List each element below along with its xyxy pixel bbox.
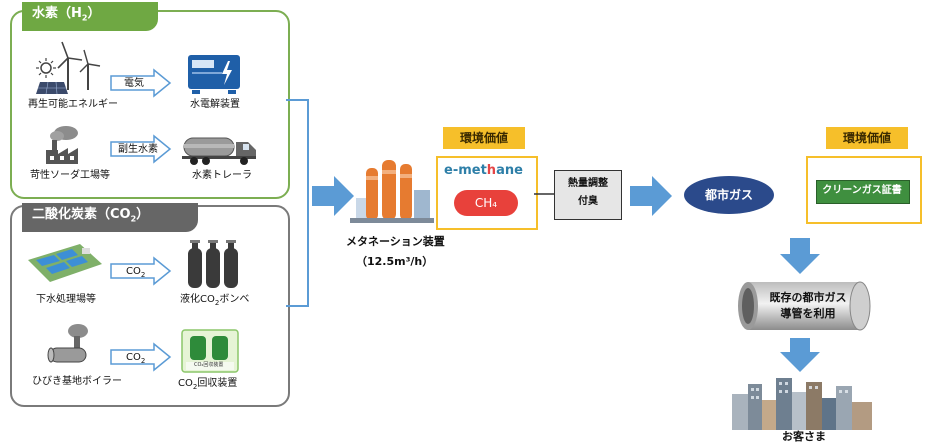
factory-icon [46, 126, 78, 164]
input-connector [286, 99, 309, 307]
ch4-label: CH₄ [474, 196, 498, 210]
emethane-env-tag: 環境価値 [443, 127, 525, 149]
co2-arrow-1-label: CO2 [126, 266, 146, 279]
boiler-icon [47, 324, 88, 363]
to-pipeline-arrow [780, 238, 820, 274]
adjust-line2: 付臭 [578, 196, 598, 207]
methanation-capacity: （12.5m³/h） [356, 255, 434, 268]
co2-cylinder-label: 液化CO2ボンベ [180, 294, 250, 307]
certificate-label: クリーンガス証書 [822, 185, 902, 196]
city-gas-env-tag: 環境価値 [826, 127, 908, 149]
co2-cylinder-icon [188, 240, 238, 288]
co2-arrow-1 [110, 256, 172, 286]
city-gas-label: 都市ガス [704, 188, 753, 202]
trailer-icon [182, 137, 256, 165]
electrolyzer-label: 水電解装置 [190, 99, 240, 110]
co2-capture-device-text: CO₂回収装置 [194, 362, 224, 368]
co2-capture-icon [181, 329, 239, 373]
adjust-line1: 熱量調整 [568, 178, 608, 189]
renewable-energy-icon [36, 41, 101, 95]
to-customer-arrow [780, 338, 820, 372]
co2-title: 二酸化炭素（CO2） [22, 203, 198, 232]
emethane-to-adjust-arrow [534, 193, 554, 195]
byproduct-label: 副生水素 [118, 144, 158, 155]
co2-capture-label: CO2回収装置 [178, 378, 238, 391]
methanation-equipment-icon [350, 160, 434, 223]
sewage-label: 下水処理場等 [36, 294, 96, 305]
boiler-label: ひびき基地ボイラー [32, 376, 122, 387]
electricity-arrow [110, 68, 172, 98]
emethane-logo: e-methane [444, 163, 523, 178]
pipeline-line2: 導管を利用 [780, 307, 836, 320]
sewage-plant-icon [28, 244, 102, 282]
co2-arrow-2 [110, 342, 172, 372]
soda-plant-label: 苛性ソーダ工場等 [30, 170, 110, 181]
electricity-label: 電気 [124, 78, 144, 89]
pipeline-line1: 既存の都市ガス [769, 291, 847, 304]
certificate-badge [816, 180, 910, 204]
city-gas-oval [684, 176, 774, 214]
renewable-label: 再生可能エネルギー [28, 99, 118, 110]
pipeline-icon [738, 281, 871, 331]
methanation-label: メタネーション装置 [346, 235, 445, 248]
customer-label: お客さま [782, 430, 826, 443]
to-city-gas-arrow [630, 176, 672, 216]
ch4-badge [454, 190, 518, 216]
electrolyzer-icon [188, 55, 240, 94]
to-methanation-arrow [312, 176, 354, 216]
hydrogen-title: 水素（H2） [22, 2, 158, 31]
byproduct-arrow [110, 134, 172, 164]
co2-arrow-2-label: CO2 [126, 352, 146, 365]
adjust-box [554, 170, 622, 220]
city-skyline-icon [732, 378, 872, 430]
trailer-label: 水素トレーラ [192, 170, 252, 181]
